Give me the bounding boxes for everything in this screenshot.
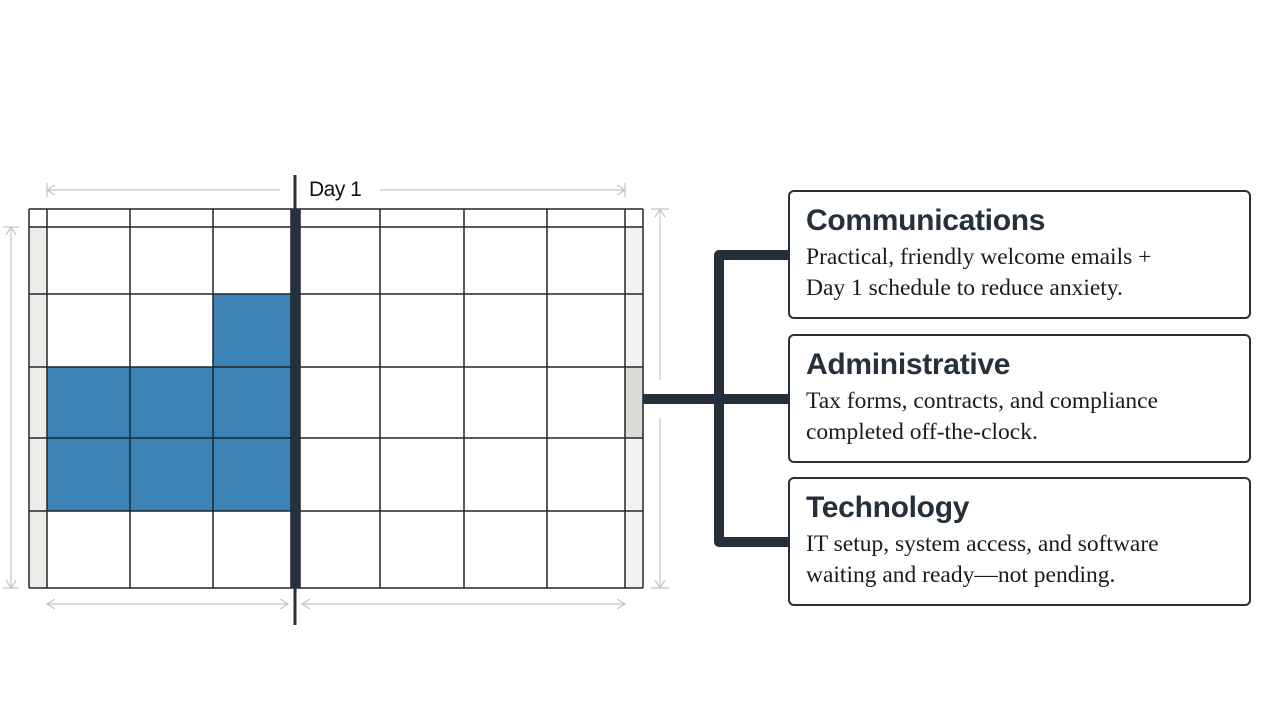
dimension-arrow-top-right (380, 183, 627, 197)
pre-day-one-filled-cells (213, 294, 291, 367)
card-description-line: Practical, friendly welcome emails + (806, 244, 1152, 270)
card-title: Communications (806, 204, 1046, 237)
card-description-line: waiting and ready—not pending. (806, 562, 1116, 588)
dimension-arrow-top-left (45, 183, 280, 197)
card-description-line: Tax forms, contracts, and compliance (806, 388, 1159, 414)
card-communications: Communications Practical, friendly welco… (788, 190, 1251, 319)
card-description-line: IT setup, system access, and software (806, 531, 1159, 557)
left-strip (29, 227, 47, 588)
dimension-arrow-bottom-right (300, 598, 627, 610)
card-administrative: Administrative Tax forms, contracts, and… (788, 334, 1251, 463)
card-description-line: Day 1 schedule to reduce anxiety. (806, 275, 1123, 301)
card-title: Administrative (806, 348, 1011, 381)
dimension-arrow-right (651, 207, 669, 590)
day-one-label: Day 1 (309, 178, 362, 201)
dimension-arrow-left (3, 225, 19, 590)
pre-day-one-filled-cells (47, 367, 291, 511)
dimension-arrow-bottom-left (45, 598, 290, 610)
bracket-connector (643, 250, 790, 547)
right-strip-highlight (625, 367, 643, 438)
card-title: Technology (806, 491, 970, 524)
card-technology: Technology IT setup, system access, and … (788, 477, 1251, 606)
card-description-line: completed off-the-clock. (806, 419, 1038, 445)
